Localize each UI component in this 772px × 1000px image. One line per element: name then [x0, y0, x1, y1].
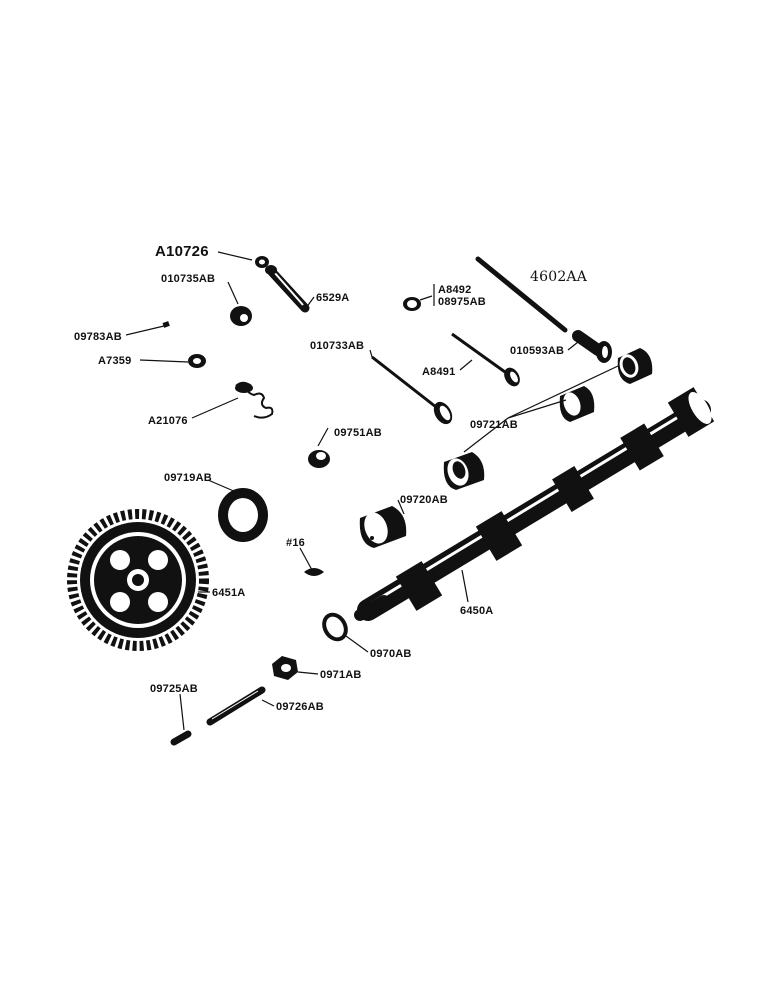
part-0970ab-washer [322, 612, 348, 642]
part-010735ab-bushing [230, 306, 252, 326]
label-09719ab: 09719AB [164, 472, 212, 484]
part-a8492-washer [403, 297, 421, 311]
part-4602aa-pushrod [475, 256, 568, 333]
part-a10726-nut [255, 256, 269, 268]
part-6529a-rod [265, 265, 310, 313]
label-6450a: 6450A [460, 605, 493, 617]
part-09725ab-pin [170, 730, 192, 746]
label-0971ab: 0971AB [320, 669, 362, 681]
label-08975ab: 08975AB [438, 296, 486, 308]
label-a8492: A8492 [438, 284, 471, 296]
part-16-key [304, 568, 324, 576]
label-09725ab: 09725AB [150, 683, 198, 695]
label-09720ab: 09720AB [400, 494, 448, 506]
label-010733ab: 010733AB [310, 340, 364, 352]
label-09783ab: 09783AB [74, 331, 122, 343]
part-0971ab-nut [272, 656, 298, 680]
part-a8491-valve [451, 332, 520, 387]
label-6529a: 6529A [316, 292, 349, 304]
part-09783ab-key [162, 321, 170, 328]
label-a21076: A21076 [148, 415, 188, 427]
label-09721ab: 09721AB [470, 419, 518, 431]
label-4602aa: 4602AA [530, 269, 588, 285]
label-010593ab: 010593AB [510, 345, 564, 357]
label-09751ab: 09751AB [334, 427, 382, 439]
part-010733ab-valve [371, 355, 453, 425]
part-09726ab-pin [206, 686, 266, 726]
label-6451a: 6451A [212, 587, 245, 599]
part-09751ab-guide [308, 450, 330, 468]
part-a7359-washer [188, 354, 206, 368]
label-09726ab: 09726AB [276, 701, 324, 713]
part-010593ab-tappet [572, 330, 612, 363]
label-0970ab: 0970AB [370, 648, 412, 660]
part-labels: A10726 4602AA 010735AB 6529A A8492 08975… [74, 243, 588, 713]
part-6450a-camshaft [354, 387, 715, 621]
label-a7359: A7359 [98, 355, 131, 367]
part-09721ab-bearing-3 [443, 452, 485, 490]
part-09719ab-washer [218, 488, 268, 542]
label-a8491: A8491 [422, 366, 455, 378]
part-09720ab-bearing [359, 506, 407, 548]
part-09721ab-bearing-1 [617, 348, 653, 384]
leader-lines [125, 251, 619, 731]
part-09721ab-bearing-2 [559, 386, 595, 422]
label-a10726: A10726 [155, 243, 209, 260]
label-16: #16 [286, 537, 305, 549]
part-a21076-spring [235, 381, 274, 419]
label-010735ab: 010735AB [161, 273, 215, 285]
part-6451a-gear [67, 509, 209, 651]
